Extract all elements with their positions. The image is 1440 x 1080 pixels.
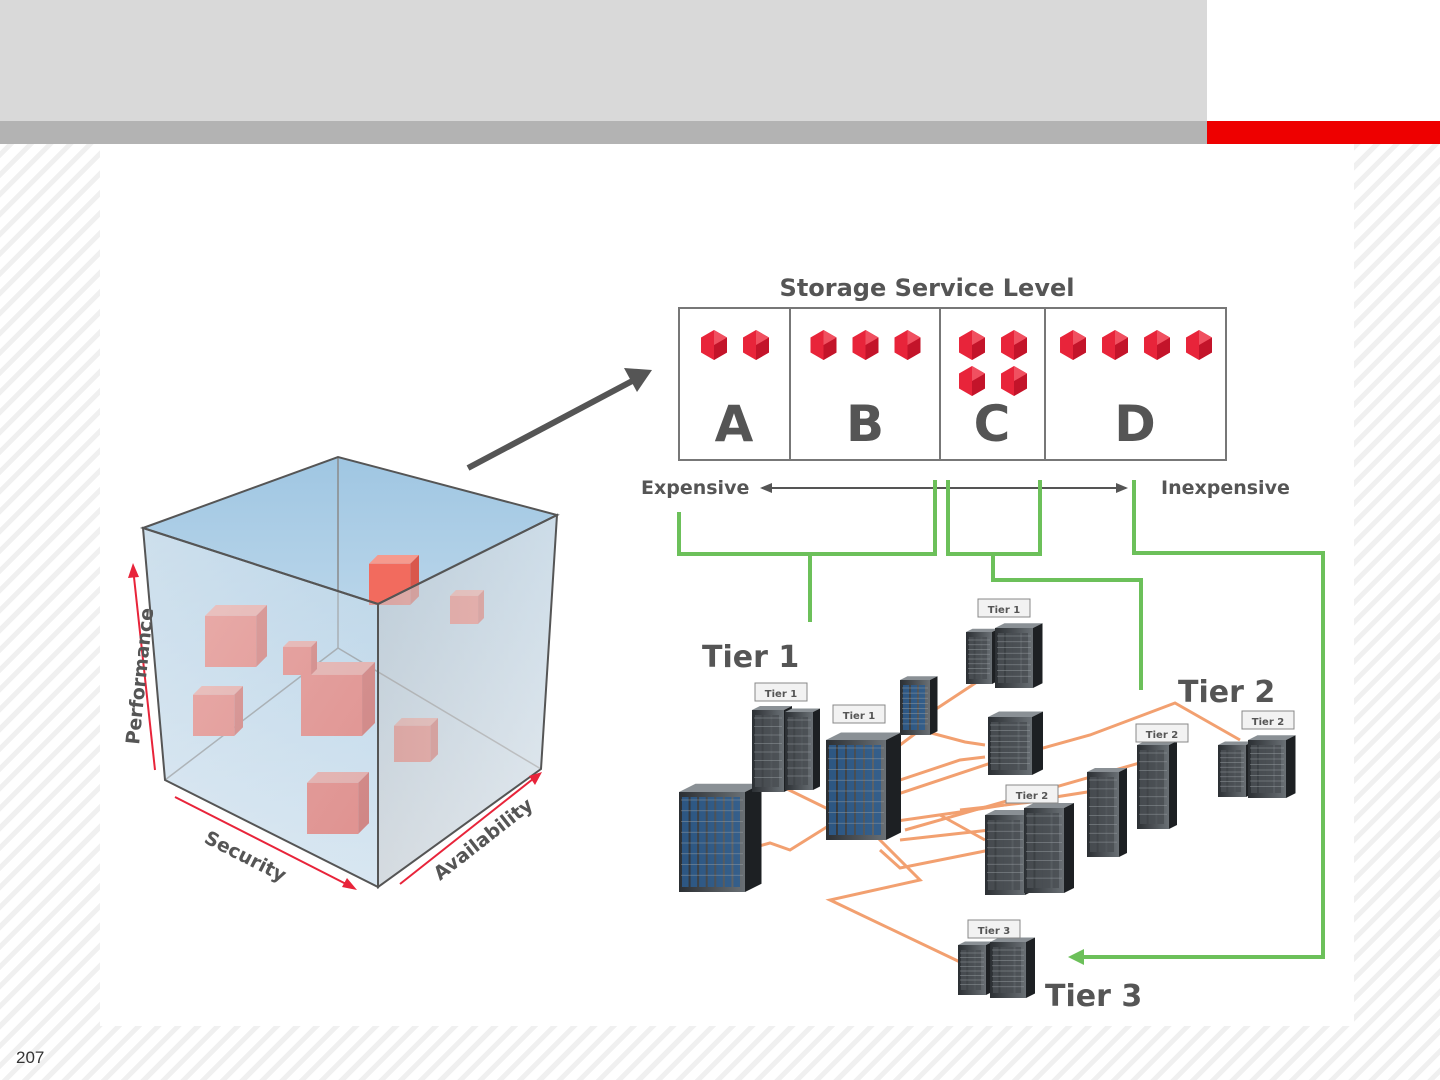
cost-scale-arrowhead-left xyxy=(760,483,772,493)
server-rack xyxy=(1024,803,1074,893)
rack-tag xyxy=(967,919,1021,939)
level-letter-c: C xyxy=(974,395,1011,453)
server-rack xyxy=(990,937,1035,998)
cube-to-levels-arrow xyxy=(466,376,638,471)
storage-service-level: Storage Service Level A B C D Expensive … xyxy=(641,274,1290,499)
storage-service-level-title: Storage Service Level xyxy=(780,274,1075,302)
level-letter-d: D xyxy=(1114,395,1156,453)
cube-to-levels-arrowhead xyxy=(624,368,652,392)
availability-axis-arrow xyxy=(399,774,539,885)
rack-tag xyxy=(1135,723,1189,743)
rack-tag-text: Tier 1 xyxy=(988,605,1020,616)
server-rack xyxy=(900,676,938,735)
rack-tag-text: Tier 3 xyxy=(978,926,1010,937)
server-rack xyxy=(958,941,993,995)
rack-tag xyxy=(1241,710,1295,730)
header-accent-bar xyxy=(1207,121,1440,144)
cube-top-face xyxy=(139,455,560,606)
tier3-label: Tier 3 xyxy=(1045,979,1142,1014)
rack-tag-text: Tier 2 xyxy=(1146,730,1178,741)
level-letter-b: B xyxy=(846,395,884,453)
level-letter-a: A xyxy=(715,395,754,453)
level-box xyxy=(810,330,837,360)
server-rack xyxy=(988,711,1043,775)
mapping-line-tier3 xyxy=(1080,480,1325,959)
level-box xyxy=(1060,330,1086,360)
performance-axis-arrow xyxy=(132,567,156,771)
server-rack xyxy=(785,708,820,790)
server-rack xyxy=(995,623,1043,688)
rack-tag xyxy=(832,704,886,724)
rack-tag xyxy=(754,682,808,702)
level-box xyxy=(1144,330,1170,360)
level-box xyxy=(959,366,985,396)
mapping-line-tier2-a xyxy=(946,480,1042,556)
security-axis-arrowhead xyxy=(342,878,357,890)
storage-servers xyxy=(679,623,1296,998)
scale-expensive-label: Expensive xyxy=(641,477,749,499)
server-rack xyxy=(1137,741,1177,829)
server-rack xyxy=(1087,768,1127,857)
level-box xyxy=(1102,330,1128,360)
mapping-line-tier2-b xyxy=(991,554,1143,690)
level-box xyxy=(852,330,879,360)
mapping-line-tier3-arrowhead xyxy=(1068,949,1084,965)
level-box xyxy=(959,330,985,360)
tier-mapping-lines xyxy=(677,480,1325,965)
rack-tag-text: Tier 2 xyxy=(1252,717,1284,728)
performance-axis-label: Performance xyxy=(122,607,158,746)
service-cube: Performance Security Availability xyxy=(122,455,560,890)
security-axis-arrow xyxy=(174,796,353,888)
rack-tag-text: Tier 2 xyxy=(1016,791,1048,802)
level-boxes xyxy=(701,330,1212,396)
service-level-frame xyxy=(678,307,1227,461)
tier2-label: Tier 2 xyxy=(1178,675,1275,710)
level-box xyxy=(894,330,921,360)
rack-tag-text: Tier 1 xyxy=(843,711,875,722)
level-box xyxy=(1001,330,1027,360)
cost-scale-arrowhead-right xyxy=(1116,483,1128,493)
performance-axis-arrowhead xyxy=(128,563,139,578)
rack-tag xyxy=(977,598,1031,618)
level-box xyxy=(743,330,769,360)
server-rack xyxy=(1218,741,1253,797)
server-rack xyxy=(826,732,901,840)
server-rack xyxy=(679,783,762,892)
tier1-label: Tier 1 xyxy=(702,640,799,675)
rack-tag-text: Tier 1 xyxy=(765,689,797,700)
scale-inexpensive-label: Inexpensive xyxy=(1161,477,1290,499)
rack-tag xyxy=(1005,784,1059,804)
server-rack xyxy=(1248,735,1296,798)
level-box xyxy=(701,330,727,360)
level-box xyxy=(1186,330,1212,360)
rack-tags: Tier 1 Tier 1 Tier 1 Tier 2 Tier 2 Tier … xyxy=(754,598,1295,939)
header-gap xyxy=(1207,0,1440,121)
header-bar xyxy=(0,121,1207,144)
header-band xyxy=(0,0,1207,121)
mapping-line-tier1 xyxy=(677,480,937,556)
page-number: 207 xyxy=(16,1048,45,1067)
availability-axis-arrowhead xyxy=(529,772,542,785)
server-rack xyxy=(966,628,999,684)
level-box xyxy=(1001,366,1027,396)
